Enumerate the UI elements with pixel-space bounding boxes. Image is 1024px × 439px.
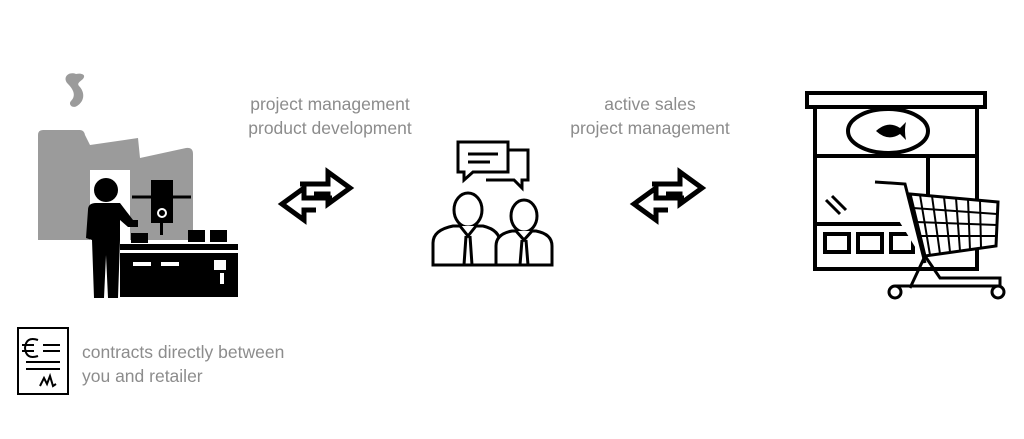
left-link-line1: project management xyxy=(250,94,410,114)
exchange-arrows-icon xyxy=(277,167,355,225)
right-link-label: active sales project management xyxy=(540,92,760,140)
contract-note: contracts directly between you and retai… xyxy=(82,340,284,388)
contract-note-line2: you and retailer xyxy=(82,366,203,386)
left-link-line2: product development xyxy=(248,118,412,138)
contract-note-line1: contracts directly between xyxy=(82,342,285,362)
left-link-label: project management product development xyxy=(220,92,440,140)
right-link-line1: active sales xyxy=(604,94,696,114)
consultants-chat-icon xyxy=(431,140,554,267)
euro-contract-icon xyxy=(17,327,69,395)
factory-icon xyxy=(38,73,238,298)
exchange-arrows-icon xyxy=(629,167,707,225)
right-link-line2: project management xyxy=(570,118,730,138)
fish-store-cart-icon xyxy=(805,91,1006,300)
